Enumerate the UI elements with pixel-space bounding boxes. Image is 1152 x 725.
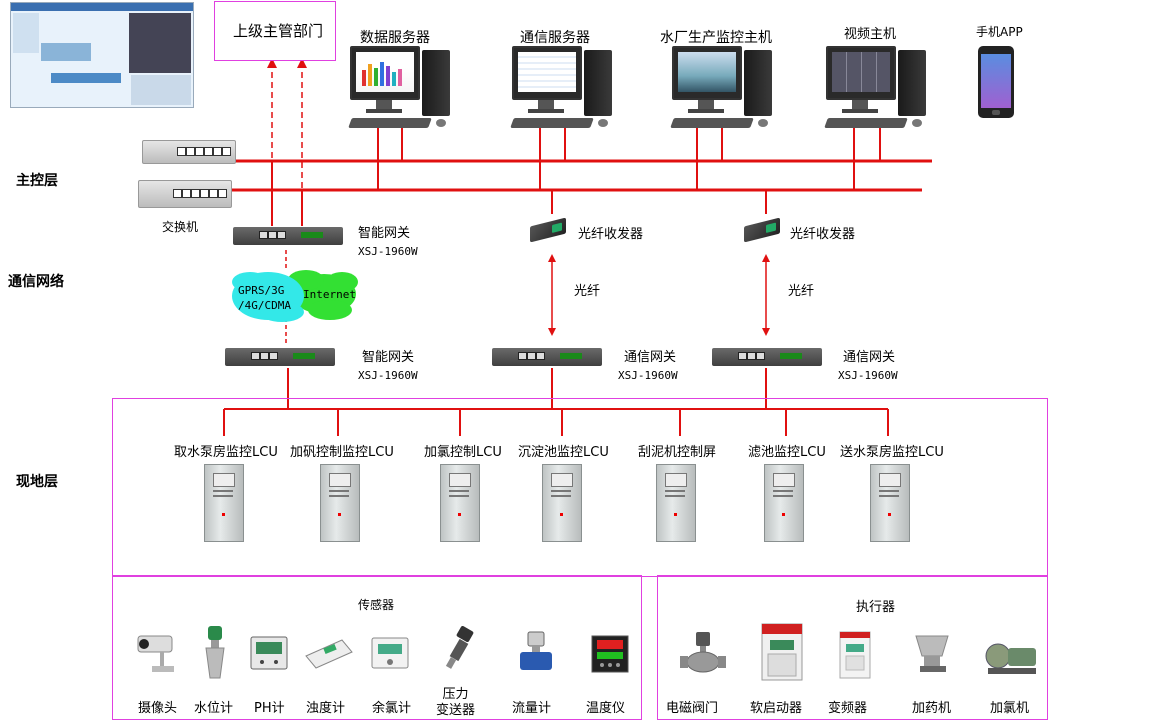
network-switch-2 [138,180,232,208]
field-gateway-1 [225,348,335,366]
camera-icon [137,635,174,672]
superior-department-box: 上级主管部门 [214,1,336,61]
sensor-label-water-level: 水位计 [194,701,234,716]
sensor-label-flow: 流量计 [512,701,552,716]
mobile-phone-icon [978,46,1014,118]
network-switch-1 [142,140,236,164]
residual-chlorine-meter-icon [371,637,409,669]
sensor-label-ph: PH计 [254,701,285,716]
fiber-transceiver-label-2: 光纤收发器 [790,227,856,242]
sensor-label-pressure: 压力 变送器 [436,687,476,718]
sensor-label-chlorine: 余氯计 [372,701,412,716]
lcu-cabinet-chlorine [440,464,480,542]
server-label-data: 数据服务器 [360,30,430,46]
lcu-label-sediment: 沉淀池监控LCU [518,445,609,460]
actuators-frame [657,575,1048,720]
lcu-cabinet-scraper [656,464,696,542]
smart-gateway-top [233,227,343,245]
fiber-link-label-2: 光纤 [788,284,815,299]
soft-starter-icon [761,623,803,681]
flow-meter-icon [520,631,552,670]
server-label-mobile: 手机APP [976,25,1023,39]
water-level-meter-icon [205,626,225,679]
actuator-label-dosing: 加药机 [912,701,952,716]
field-gateway-1-model: XSJ-1960W [358,369,418,382]
sensor-label-camera: 摄像头 [138,701,178,716]
actuator-label-valve: 电磁阀门 [666,701,719,716]
layer-label-comm-network: 通信网络 [8,274,64,290]
field-layer-frame [112,398,1048,577]
field-gateway-3-name: 通信网关 [843,350,896,365]
sensor-label-turbidity: 浊度计 [306,701,346,716]
lcu-label-delivery: 送水泵房监控LCU [840,445,944,460]
fiber-link-label-1: 光纤 [574,284,601,299]
layer-label-field: 现地层 [16,474,58,490]
lcu-label-scraper: 刮泥机控制屏 [638,445,717,460]
chlorinator-icon [985,643,1036,674]
server-label-monitor-host: 水厂生产监控主机 [660,30,772,46]
lcu-cabinet-intake [204,464,244,542]
pressure-transmitter-icon [445,626,474,669]
gateway-top-name: 智能网关 [358,226,411,241]
lcu-cabinet-sediment [542,464,582,542]
cloud-label-internet: Internet [303,288,356,301]
monitoring-screenshot-thumbnail [10,2,194,108]
frequency-converter-icon [839,631,871,679]
lcu-cabinet-alum [320,464,360,542]
switch-label: 交换机 [162,220,199,234]
field-gateway-2 [492,348,602,366]
lcu-cabinet-delivery [870,464,910,542]
fiber-transceiver-label-1: 光纤收发器 [578,227,644,242]
actuator-label-inverter: 变频器 [828,701,868,716]
sensors-title: 传感器 [358,598,395,612]
lcu-label-intake: 取水泵房监控LCU [174,445,278,460]
wireless-cloud-icon [232,270,358,322]
field-gateway-1-name: 智能网关 [362,350,415,365]
superior-department-label: 上级主管部门 [233,22,324,40]
thermometer-controller-icon [591,635,629,673]
sensor-label-temperature: 温度仪 [586,701,626,716]
lcu-label-alum: 加矾控制监控LCU [290,445,394,460]
lcu-label-chlorine: 加氯控制LCU [424,445,502,460]
sensors-frame [112,575,642,720]
lcu-label-filter: 滤池监控LCU [748,445,826,460]
field-gateway-2-model: XSJ-1960W [618,369,678,382]
actuator-label-soft-starter: 软启动器 [750,701,803,716]
actuators-title: 执行器 [856,600,896,615]
dosing-machine-icon [915,635,949,672]
field-gateway-2-name: 通信网关 [624,350,677,365]
gateway-top-model: XSJ-1960W [358,245,418,258]
server-label-comm: 通信服务器 [520,30,590,46]
turbidity-meter-icon [305,639,353,669]
server-label-video: 视频主机 [844,27,897,42]
lcu-cabinet-filter [764,464,804,542]
ph-meter-icon [250,636,288,670]
cloud-label-cellular: GPRS/3G /4G/CDMA [238,284,291,312]
field-gateway-3 [712,348,822,366]
layer-label-main-control: 主控层 [16,173,58,189]
solenoid-valve-icon [680,632,726,673]
actuator-label-chlorinator: 加氯机 [990,701,1030,716]
field-gateway-3-model: XSJ-1960W [838,369,898,382]
